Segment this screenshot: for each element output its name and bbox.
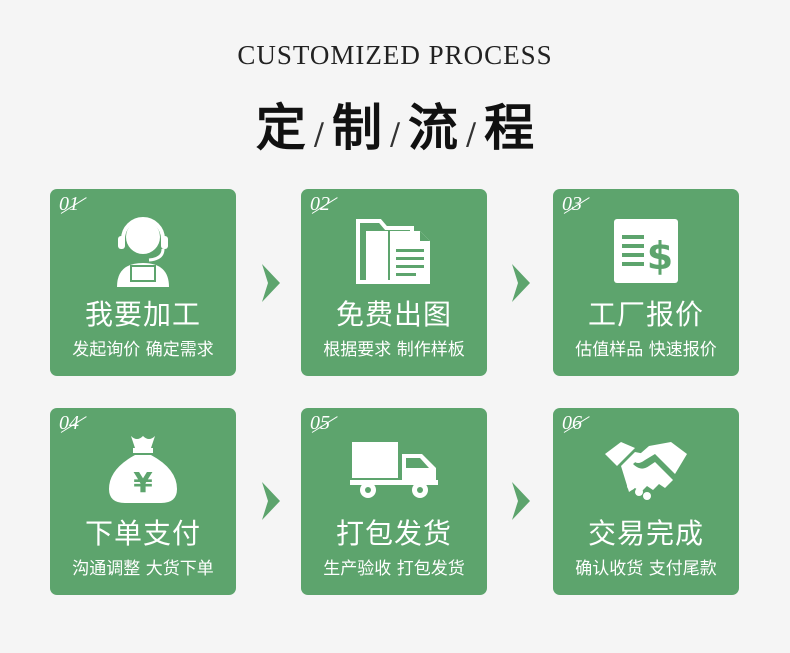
step-card-4: 04 ¥ 下单支付 沟通调整 大货下单: [50, 408, 236, 595]
heading-separator: /: [313, 117, 324, 152]
heading-separator: /: [466, 117, 477, 152]
step-card-1: 01 我要加工 发起询价 确定需求: [50, 189, 236, 376]
arrow-right-icon: [512, 482, 530, 520]
step-number: 05: [310, 412, 330, 434]
step-title: 工厂报价: [587, 298, 704, 331]
step-title: 打包发货: [335, 517, 452, 550]
arrow-right-icon: [262, 482, 280, 520]
step-card-3: 03 $ 工厂报价 估值样品 快速报价: [553, 189, 739, 376]
step-subtitle: 确认收货 支付尾款: [575, 559, 717, 579]
arrow-right-icon: [512, 264, 530, 302]
heading-char: 制: [331, 98, 382, 157]
step-number: 06: [562, 412, 582, 434]
step-card-6: 06 交易完成 确认收货 支付尾款: [553, 408, 739, 595]
heading-char: 流: [408, 98, 459, 157]
svg-text:$: $: [647, 234, 673, 278]
step-subtitle: 生产验收 打包发货: [323, 559, 465, 579]
step-title: 交易完成: [587, 517, 704, 550]
heading-separator: /: [389, 117, 401, 152]
step-subtitle: 估值样品 快速报价: [575, 340, 717, 360]
price-list-icon: $: [553, 209, 739, 289]
arrow-right-icon: [262, 264, 280, 302]
customer-service-icon: [50, 209, 236, 289]
folder-documents-icon: [301, 209, 487, 289]
step-subtitle: 发起询价 确定需求: [72, 340, 214, 360]
step-subtitle: 根据要求 制作样板: [323, 340, 465, 360]
step-number: 01: [59, 193, 79, 215]
step-card-5: 05 打包发货 生产验收 打包发货: [301, 408, 487, 595]
handshake-icon: [553, 428, 739, 508]
step-title: 下单支付: [84, 517, 201, 550]
svg-text:¥: ¥: [133, 466, 153, 499]
step-subtitle: 沟通调整 大货下单: [72, 559, 214, 579]
step-title: 免费出图: [335, 298, 452, 331]
heading-en: CUSTOMIZED PROCESS: [237, 40, 553, 70]
heading-char: 定: [255, 98, 306, 157]
step-number: 04: [59, 412, 79, 434]
step-title: 我要加工: [84, 298, 201, 331]
step-card-2: 02 免费出图 根据要求 制作样板: [301, 189, 487, 376]
heading-zh: 定 / 制 / 流 / 程: [0, 88, 790, 160]
step-number: 02: [310, 193, 330, 215]
delivery-truck-icon: [301, 428, 487, 508]
money-bag-icon: ¥: [50, 428, 236, 508]
step-number: 03: [562, 193, 582, 215]
heading-char: 程: [484, 98, 535, 157]
